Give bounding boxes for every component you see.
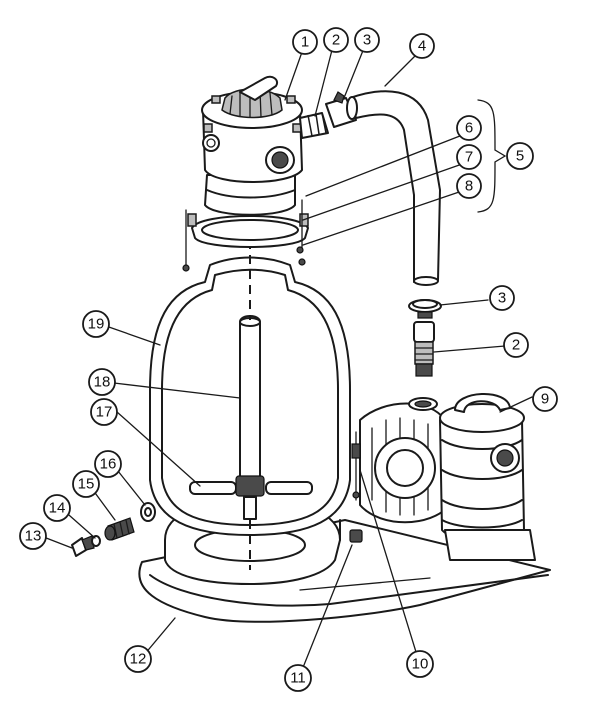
callout-5: 5: [506, 142, 534, 170]
pump: [359, 393, 536, 561]
svg-text:6: 6: [465, 120, 473, 137]
svg-text:4: 4: [418, 38, 426, 55]
drain-nut: [349, 529, 363, 543]
callout-15: 15: [72, 470, 100, 498]
drain-o-ring: [91, 535, 101, 547]
callout-12: 12: [124, 645, 152, 673]
pump-hose-clamp: [408, 299, 442, 319]
svg-text:12: 12: [130, 651, 147, 668]
svg-text:7: 7: [465, 149, 473, 166]
drain-washer: [140, 502, 156, 522]
svg-text:3: 3: [498, 290, 506, 307]
svg-text:10: 10: [412, 656, 429, 673]
callout-2-pump: 2: [503, 332, 529, 358]
svg-text:19: 19: [88, 316, 105, 333]
svg-text:14: 14: [49, 500, 66, 517]
callout-2-valve: 2: [323, 27, 349, 53]
callout-9: 9: [532, 386, 558, 412]
callout-13: 13: [19, 522, 47, 550]
svg-text:2: 2: [332, 32, 340, 49]
svg-text:2: 2: [512, 337, 520, 354]
svg-text:18: 18: [94, 374, 111, 391]
svg-text:11: 11: [290, 670, 306, 687]
callout-10: 10: [406, 650, 434, 678]
svg-text:5: 5: [516, 148, 524, 165]
callout-17: 17: [90, 398, 118, 426]
pump-bolts: [351, 431, 361, 501]
svg-text:17: 17: [96, 404, 113, 421]
svg-text:3: 3: [363, 32, 371, 49]
svg-text:13: 13: [25, 528, 42, 545]
callout-16: 16: [94, 450, 122, 478]
callout-18: 18: [88, 368, 116, 396]
svg-text:15: 15: [78, 476, 95, 493]
svg-text:16: 16: [100, 456, 117, 473]
callout-4: 4: [409, 33, 435, 59]
callout-8: 8: [456, 173, 482, 199]
callout-1: 1: [292, 29, 318, 55]
callout-7: 7: [456, 144, 482, 170]
drain-cap: [71, 535, 95, 557]
drain-plug: [104, 517, 135, 541]
svg-text:1: 1: [301, 34, 309, 51]
svg-text:9: 9: [541, 391, 549, 408]
clamp-ring: [182, 199, 309, 272]
callout-3-valve: 3: [354, 27, 380, 53]
pump-adapter: [413, 321, 435, 377]
multiport-valve: [201, 75, 303, 216]
callout-6: 6: [456, 115, 482, 141]
callout-14: 14: [43, 494, 71, 522]
callout-11: 11: [284, 664, 312, 692]
svg-text:8: 8: [465, 178, 473, 195]
callout-19: 19: [82, 310, 110, 338]
hose: [346, 90, 441, 286]
callout-3-pump: 3: [489, 285, 515, 311]
